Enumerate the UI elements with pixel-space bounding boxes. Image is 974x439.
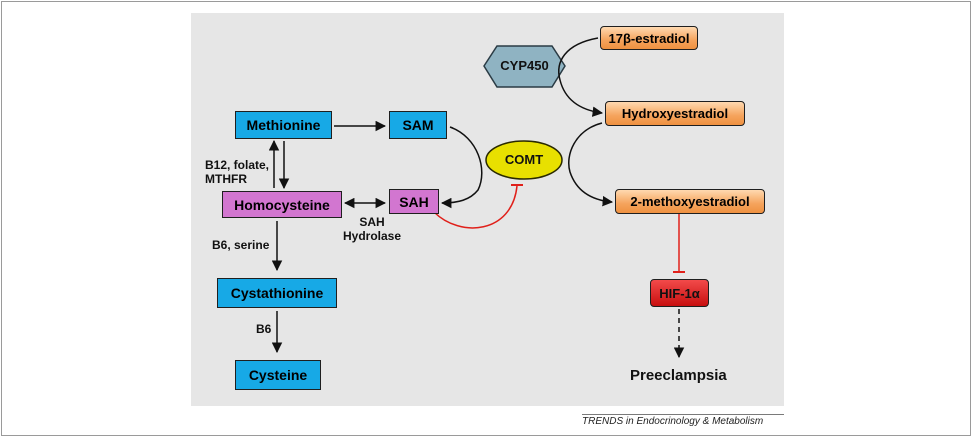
node-cyp450-label: CYP450 [497, 59, 552, 73]
node-sah-label: SAH [399, 193, 429, 210]
node-hydroxyestradiol: Hydroxyestradiol [605, 101, 745, 126]
node-cystathionine-label: Cystathionine [230, 285, 324, 301]
node-methionine-label: Methionine [246, 117, 321, 133]
node-preeclampsia: Preeclampsia [630, 367, 727, 384]
label-sah-hydrolase: SAH Hydrolase [334, 215, 410, 243]
node-2-methoxyestradiol: 2-methoxyestradiol [615, 189, 765, 214]
arrow-estradiol-to-hydroxyestradiol [558, 37, 604, 117]
node-sam: SAM [389, 111, 447, 139]
node-homocysteine-label: Homocysteine [234, 196, 330, 213]
label-b6-serine-text: B6, serine [212, 238, 270, 252]
arrow-sam-to-sah [440, 126, 483, 209]
inhibition-sah-to-comt [433, 185, 518, 229]
label-sah-hydrolase-line2: Hydrolase [342, 229, 402, 243]
label-b12-line2: MTHFR [205, 172, 247, 186]
node-2-methoxyestradiol-label: 2-methoxyestradiol [630, 194, 750, 209]
journal-credit-prefix: TRENDS [582, 416, 624, 427]
cyp450-hexagon [483, 45, 566, 88]
node-comt-label: COMT [486, 153, 562, 167]
node-cystathionine: Cystathionine [217, 278, 337, 308]
node-hif-1a-label: HIF-1α [659, 285, 700, 301]
arrow-hydroxyestradiol-to-methoxyestradiol [568, 122, 614, 207]
node-17b-estradiol-label: 17β-estradiol [608, 30, 690, 46]
label-sah-hydrolase-line1: SAH [359, 215, 385, 229]
label-b6-serine: B6, serine [212, 238, 269, 252]
label-b6: B6 [256, 322, 271, 336]
node-hydroxyestradiol-label: Hydroxyestradiol [621, 106, 729, 121]
cyp450-text: CYP450 [500, 58, 549, 73]
node-hif-1a: HIF-1α [650, 279, 709, 307]
journal-credit-rest: in Endocrinology & Metabolism [623, 416, 764, 427]
node-sah: SAH [389, 189, 439, 214]
node-cysteine-label: Cysteine [248, 367, 308, 383]
label-b6-text: B6 [256, 322, 272, 336]
comt-text: COMT [504, 152, 544, 167]
node-cysteine: Cysteine [235, 360, 321, 390]
node-17b-estradiol: 17β-estradiol [600, 26, 698, 50]
node-preeclampsia-label: Preeclampsia [630, 367, 727, 384]
label-b12-line1: B12, folate, [205, 158, 270, 172]
node-sam-label: SAM [402, 117, 434, 133]
label-b12-folate-mthfr: B12, folate, MTHFR [205, 158, 269, 186]
node-methionine: Methionine [235, 111, 332, 139]
node-homocysteine: Homocysteine [222, 191, 342, 218]
journal-credit: TRENDS in Endocrinology & Metabolism [582, 414, 784, 427]
comt-ellipse [485, 140, 563, 180]
